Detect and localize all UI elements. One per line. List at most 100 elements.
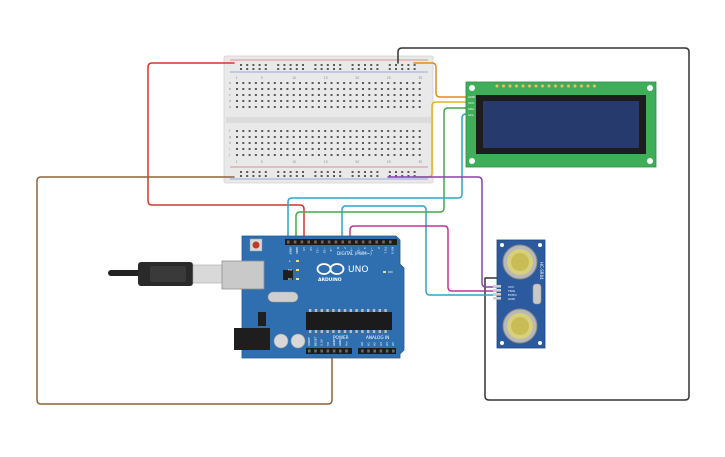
digital-pin-hole[interactable] [389,240,392,244]
digital-pin-hole[interactable] [348,240,351,244]
breadboard-row-letter: e [229,105,231,109]
lcd-display-module[interactable]: GND VCC SDA SCL [465,81,657,168]
breadboard-column-number: 10 [292,160,296,164]
sensor-pin-gnd: GND [508,297,516,301]
breadboard-column-number: 15 [324,160,328,164]
wire-orange-lcd-gnd[interactable] [413,62,469,98]
analog-pin-hole[interactable] [392,349,395,353]
analog-pin-label: A2 [373,342,377,346]
breadboard-top-power-rail[interactable] [240,64,416,70]
usb-chip [283,270,293,280]
analog-pin-header[interactable] [358,348,396,354]
wire-brown-gnd[interactable] [36,176,333,405]
digital-pin-label: AREF [288,247,292,255]
usb-cable[interactable] [108,262,224,286]
wires [36,47,690,405]
digital-pin-label: 12 [309,247,313,251]
digital-pin-hole[interactable] [341,240,344,244]
power-pin-hole[interactable] [345,349,348,353]
power-pin-hole[interactable] [339,349,342,353]
digital-pin-label: 13 [302,247,306,251]
wire-purple-sensor-vcc[interactable] [387,176,498,288]
digital-pin-label: ~10 [322,247,326,253]
digital-pin-hole[interactable] [307,240,310,244]
analog-pin-hole[interactable] [379,349,383,353]
led-label-l: L [289,259,291,263]
breadboard-column-number: 5 [261,160,263,164]
power-pin-label: Vin [344,341,348,346]
power-pin-hole[interactable] [308,349,311,353]
led-label-rx: RX [288,277,292,281]
digital-pin-hole[interactable] [287,240,290,244]
breadboard-column-number: 15 [324,76,328,80]
digital-pin-hole[interactable] [314,240,317,244]
power-pin-hole[interactable] [320,349,323,353]
sensor-pins[interactable] [493,285,501,300]
digital-pin-hole[interactable] [300,240,304,244]
digital-pin-holes[interactable] [287,240,392,244]
digital-pin-label: ~6 [350,247,354,252]
power-pin-holes[interactable] [308,349,395,353]
breadboard-column-number: 10 [292,76,296,80]
analog-pin-hole[interactable] [373,349,376,353]
digital-pin-hole[interactable] [375,240,378,244]
digital-pin-label: ~5 [356,247,360,252]
sensor-pin-vcc: VCC [508,285,514,289]
ultrasonic-sensor[interactable]: HC-SR04 VCC TRIG ECHO GND [493,239,546,349]
breadboard-bottom-power-rail[interactable] [240,171,416,177]
power-pin-label: IOREF [307,337,311,346]
wire-red-5v[interactable] [147,62,305,241]
power-header-label: POWER [333,335,349,340]
power-pin-hole[interactable] [332,349,336,353]
reset-button-cap[interactable] [252,241,260,249]
analog-header-label: ANALOG IN [366,335,389,340]
breadboard-column-number: 30 [418,76,422,80]
wire-magenta-trig[interactable] [349,225,498,292]
board-crystal [267,291,299,303]
breadboard-row-letter: b [229,87,231,91]
digital-pin-label: ~11 [316,247,320,253]
digital-pin-label: ~9 [329,247,333,252]
power-pin-label: GND [338,338,342,346]
breadboard-terminal-holes[interactable] [236,82,421,156]
breadboard-column-number: 30 [418,160,422,164]
atmega-chip [306,312,392,330]
digital-pin-hole[interactable] [368,240,372,244]
breadboard-row-letter: h [229,141,231,145]
led-label-on: ON [388,270,393,274]
wire-black-gnd[interactable] [397,47,690,401]
arduino-uno-board[interactable]: ARDUINO UNO DIGITAL (PWM~) POWER ANALOG … [221,235,405,359]
digital-pin-hole[interactable] [321,240,324,244]
digital-pin-hole[interactable] [334,240,338,244]
digital-pin-hole[interactable] [327,240,331,244]
capacitor-1 [273,333,289,349]
analog-pin-hole[interactable] [385,349,389,353]
digital-pin-hole[interactable] [293,240,297,244]
wire-green-lcd-sda[interactable] [295,107,469,241]
digital-pin-hole[interactable] [361,240,365,244]
digital-pin-hole[interactable] [355,240,358,244]
digital-pin-label: ~3 [370,247,374,252]
sensor-pin-labels: VCC TRIG ECHO GND [507,285,517,301]
usb-b-port [221,260,265,290]
power-pin-hole[interactable] [326,349,330,353]
wire-cyan-lcd-scl[interactable] [287,113,469,241]
breadboard-row-letter: d [229,99,231,103]
digital-pin-label: TX 1 [384,246,388,254]
breadboard-column-number: 5 [261,76,263,80]
ultrasonic-transducer-top [502,244,538,280]
digital-pin-hole[interactable] [382,240,385,244]
digital-pin-header[interactable] [285,239,397,245]
wire-cyan-sensor[interactable] [341,205,498,296]
power-jack [234,328,270,350]
analog-pin-hole[interactable] [361,349,364,353]
power-pin-hole[interactable] [314,349,317,353]
analog-pin-hole[interactable] [367,349,370,353]
breadboard-column-number: 25 [387,76,391,80]
